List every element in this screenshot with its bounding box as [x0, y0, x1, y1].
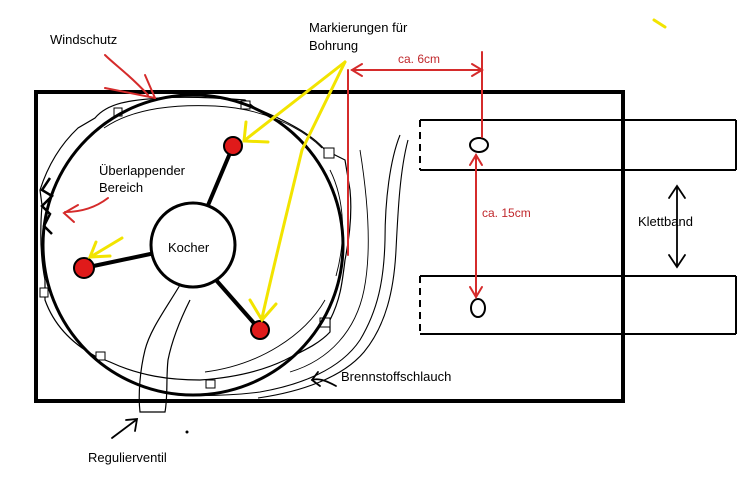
strap-hole-upper	[469, 137, 489, 153]
drill-marker	[73, 257, 95, 279]
fuel-hose	[289, 149, 369, 373]
label-markierungen-2: Bohrung	[309, 38, 358, 53]
black-arrows	[111, 184, 686, 439]
label-windschutz: Windschutz	[50, 32, 117, 47]
windscreen-tab	[323, 147, 335, 159]
base-plate	[34, 90, 625, 403]
burner-center	[149, 201, 237, 289]
burner-arm	[83, 251, 156, 270]
label-kocher: Kocher	[168, 240, 210, 255]
label-overlap-2: Bereich	[99, 180, 143, 195]
drill-marker	[250, 320, 270, 340]
yellow-arrows	[87, 18, 667, 323]
label-distance-6cm: ca. 6cm	[398, 52, 440, 66]
windscreen-tab	[39, 287, 49, 298]
velcro-strap-lower	[419, 275, 737, 335]
strap-hole-lower	[470, 298, 486, 318]
label-brennstoffschlauch: Brennstoffschlauch	[341, 369, 451, 384]
drill-marker	[223, 136, 243, 156]
label-regulierventil: Regulierventil	[88, 450, 167, 465]
red-annotations	[62, 51, 484, 299]
velcro-strap-upper	[419, 119, 737, 171]
windscreen-tab	[205, 379, 216, 389]
burner-arm	[214, 278, 262, 332]
label-overlap-1: Überlappender	[99, 163, 186, 178]
windscreen-tab	[95, 351, 106, 361]
windscreen-circle	[41, 93, 345, 397]
burner-arm	[204, 145, 235, 211]
label-distance-15cm: ca. 15cm	[482, 206, 531, 220]
dot	[185, 430, 189, 434]
fuel-hose	[257, 139, 409, 399]
label-markierungen-1: Markierungen für	[309, 20, 408, 35]
regulator-valve-sketch	[138, 284, 191, 413]
label-klettband: Klettband	[638, 214, 693, 229]
windscreen-outline	[39, 96, 352, 381]
fuel-hose	[174, 134, 401, 397]
